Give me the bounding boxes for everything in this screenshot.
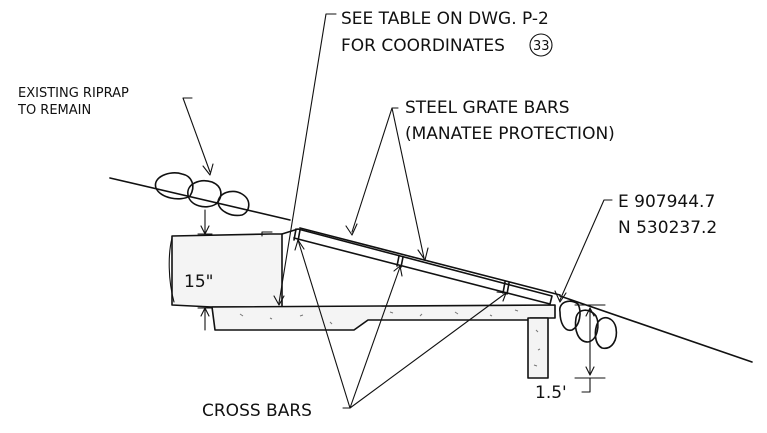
right-riprap-stones [559,300,618,350]
steel-grate-bar [281,228,553,305]
concrete-slab [211,304,556,379]
riprap-label-line1: EXISTING RIPRAP [18,86,129,101]
riprap-label-line2: TO REMAIN [17,103,91,118]
leader-lines [182,13,613,409]
table-ref-line2: FOR COORDINATES [341,36,505,56]
dimension-15in [197,209,213,331]
dimension-1-5ft [574,304,606,393]
callout-number: 33 [533,39,550,54]
concrete-wall [168,231,283,308]
callout-circle [529,33,553,57]
table-ref-line1: SEE TABLE ON DWG. P-2 [341,9,549,29]
cross-bars [293,228,510,295]
grate-label-line2: (MANATEE PROTECTION) [405,124,615,144]
riprap-stones [154,172,250,217]
ground-slope-line [109,177,753,363]
footing-depth-label: 1.5' [535,383,567,403]
easting-label: E 907944.7 [618,192,715,212]
northing-label: N 530237.2 [618,218,717,238]
cross-bars-label: CROSS BARS [202,401,312,421]
grate-label-line1: STEEL GRATE BARS [405,98,570,118]
wall-height-label: 15" [184,272,213,292]
